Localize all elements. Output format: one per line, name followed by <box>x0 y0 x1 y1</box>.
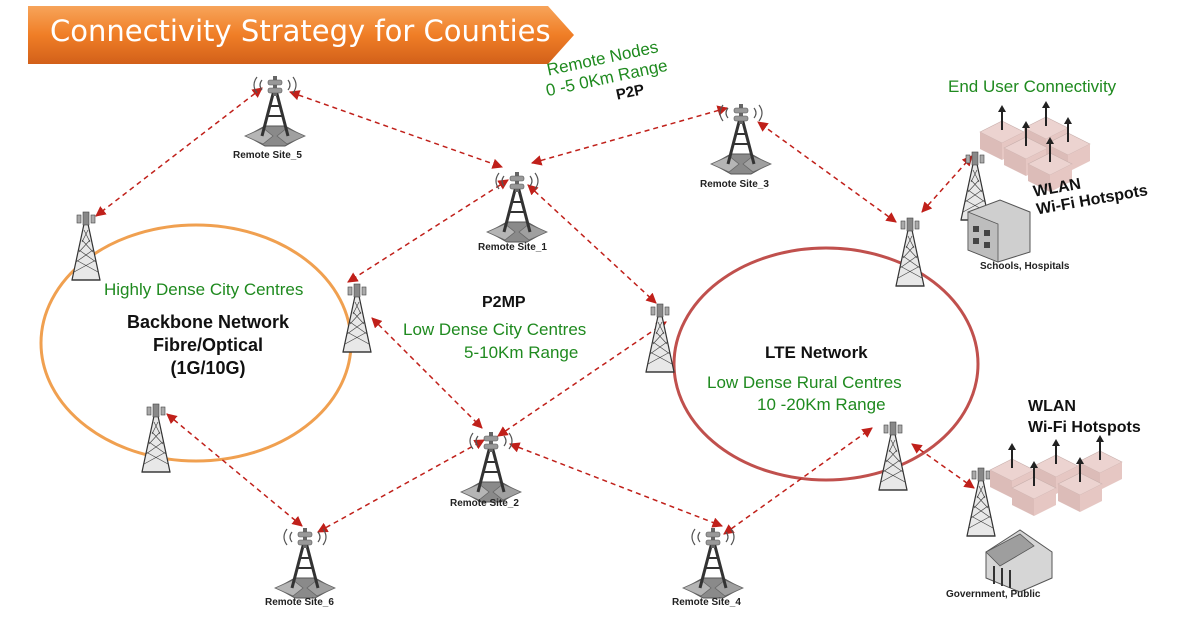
backbone-dense-label: Highly Dense City Centres <box>104 280 304 299</box>
remote-site-5-label: Remote Site_5 <box>233 150 302 161</box>
remote-site-5-tower-icon <box>243 74 307 148</box>
end-user-connectivity-label: End User Connectivity <box>948 77 1117 96</box>
backbone-tower-left-icon <box>71 211 101 281</box>
remote-site-4-label: Remote Site_4 <box>672 597 741 608</box>
remote-site-3-label: Remote Site_3 <box>700 179 769 190</box>
lte-density-label: Low Dense Rural Centres <box>707 373 902 392</box>
remote-site-6-tower-icon <box>273 526 337 600</box>
backbone-medium: Fibre/Optical <box>152 335 264 355</box>
remote-site-2-tower-icon <box>459 430 523 504</box>
remote-site-6-label: Remote Site_6 <box>265 597 334 608</box>
lte-title: LTE Network <box>765 343 868 362</box>
backbone-text-block: Backbone Network Fibre/Optical (1G/10G) <box>108 311 308 380</box>
backbone-capacity: (1G/10G) <box>170 358 246 378</box>
remote-site-3-tower-icon <box>709 102 773 176</box>
lte-tower-top-icon <box>895 217 925 287</box>
remote-site-1-tower-icon <box>485 170 549 244</box>
lte-range-label: 10 -20Km Range <box>757 395 886 414</box>
p2mp-range-label: 5-10Km Range <box>464 343 579 362</box>
government-public-caption: Government, Public <box>946 589 1041 600</box>
p2mp-title: P2MP <box>482 294 526 311</box>
link-lines <box>95 87 975 535</box>
page-title: Connectivity Strategy for Counties <box>50 14 551 48</box>
p2mp-density-label: Low Dense City Centres <box>403 320 587 339</box>
remote-site-2-label: Remote Site_2 <box>450 498 519 509</box>
lte-tower-left-icon <box>645 303 675 373</box>
lte-tower-bottom-icon <box>878 421 908 491</box>
wlan-bottom-title: WLAN <box>1028 398 1076 415</box>
government-building-icon <box>985 529 1053 593</box>
lte-ring <box>672 246 980 482</box>
remote-site-1-label: Remote Site_1 <box>478 242 547 253</box>
title-banner-shape <box>28 6 574 64</box>
hotspot-cluster-bottom-icon <box>989 434 1123 517</box>
backbone-tower-bottom-icon <box>141 403 171 473</box>
remote-site-4-tower-icon <box>681 526 745 600</box>
wlan-bottom-subtitle: Wi-Fi Hotspots <box>1028 419 1141 436</box>
school-building-icon <box>967 199 1031 263</box>
wlan-bottom-block: WLAN Wi-Fi Hotspots <box>1028 396 1141 438</box>
backbone-title: Backbone Network <box>126 312 290 332</box>
schools-hospitals-caption: Schools, Hospitals <box>980 261 1070 272</box>
